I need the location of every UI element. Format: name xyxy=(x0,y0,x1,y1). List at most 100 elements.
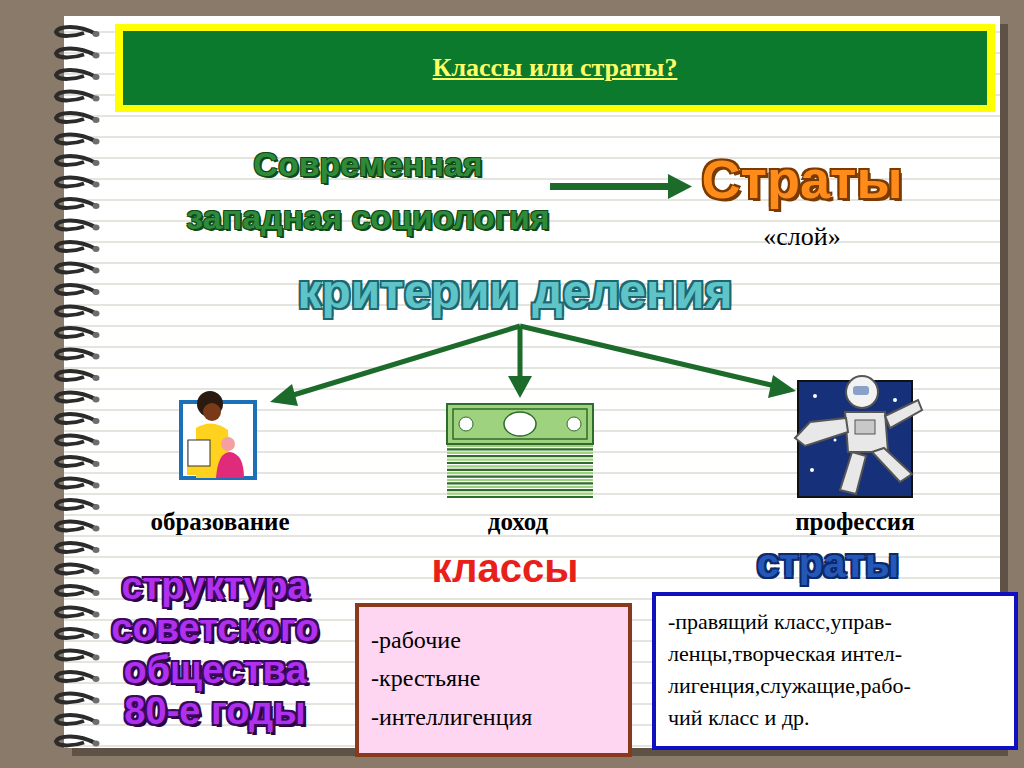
spiral-ring xyxy=(56,457,96,466)
bill-edge xyxy=(447,472,593,474)
spiral-ring xyxy=(56,135,96,144)
spiral-ring xyxy=(56,608,96,617)
spiral-ring xyxy=(56,350,96,359)
ring-hole xyxy=(93,526,100,532)
ring-hole xyxy=(93,741,100,747)
ring-hole xyxy=(93,139,100,145)
ring-hole xyxy=(93,418,100,424)
education-icon xyxy=(181,391,255,478)
bill-edge xyxy=(447,455,593,457)
spiral-ring xyxy=(56,586,96,595)
bill-edge xyxy=(447,496,593,498)
ring-hole xyxy=(93,268,100,274)
ring-hole xyxy=(93,160,100,166)
spiral-ring xyxy=(56,199,96,208)
ring-hole xyxy=(93,203,100,209)
money-icon xyxy=(447,404,593,497)
ring-hole xyxy=(93,397,100,403)
ring-hole xyxy=(93,719,100,725)
ring-hole xyxy=(93,182,100,188)
bill-edge xyxy=(447,445,593,447)
spiral-ring xyxy=(56,479,96,488)
box-text: -рабочие -крестьяне -интеллигенция xyxy=(371,621,616,736)
arrow xyxy=(550,174,692,199)
classes-list-box: -рабочие -крестьяне -интеллигенция xyxy=(355,603,632,757)
ring-hole xyxy=(93,633,100,639)
spiral-ring xyxy=(56,328,96,337)
bill-edge xyxy=(447,448,593,450)
spiral-ring xyxy=(56,393,96,402)
ring-hole xyxy=(93,440,100,446)
ring-hole xyxy=(93,375,100,381)
bill-edge xyxy=(447,459,593,461)
title-band xyxy=(123,31,987,105)
bill-edge xyxy=(447,476,593,478)
box-text: -правящий класс,управ- ленцы,творческая … xyxy=(668,606,1002,734)
bill-edge xyxy=(447,452,593,454)
bill-edge xyxy=(447,469,593,471)
spiral-ring xyxy=(56,651,96,660)
ring-hole xyxy=(93,676,100,682)
spiral-ring xyxy=(56,49,96,58)
ring-hole xyxy=(93,246,100,252)
spiral-ring xyxy=(56,242,96,251)
spiral-ring xyxy=(56,92,96,101)
spiral-ring xyxy=(56,672,96,681)
ring-hole xyxy=(93,461,100,467)
bill-edge xyxy=(447,482,593,484)
strata-word: Страты xyxy=(701,148,902,210)
spiral-ring xyxy=(56,285,96,294)
spiral-ring xyxy=(56,565,96,574)
spiral-ring xyxy=(56,715,96,724)
spiral-binding xyxy=(56,27,100,747)
bill-edge xyxy=(447,489,593,491)
spiral-ring xyxy=(56,436,96,445)
strata-list-box: -правящий класс,управ- ленцы,творческая … xyxy=(652,592,1018,750)
spiral-ring xyxy=(56,543,96,552)
spiral-ring xyxy=(56,113,96,122)
ring-hole xyxy=(93,698,100,704)
spiral-ring xyxy=(56,694,96,703)
ring-hole xyxy=(93,96,100,102)
title: Классы или страты? xyxy=(433,53,678,83)
bill-edge xyxy=(447,493,593,495)
spiral-ring xyxy=(56,371,96,380)
spiral-ring xyxy=(56,500,96,509)
ring-hole xyxy=(93,655,100,661)
spiral-ring xyxy=(56,629,96,638)
spiral-ring xyxy=(56,737,96,746)
ring-hole xyxy=(93,547,100,553)
ring-hole xyxy=(93,354,100,360)
soviet-structure-label: структура советского общества 80-е годы xyxy=(111,566,318,733)
ring-hole xyxy=(93,311,100,317)
ring-hole xyxy=(93,225,100,231)
spiral-ring xyxy=(56,27,96,36)
astronaut-icon xyxy=(795,376,922,497)
spiral-ring xyxy=(56,178,96,187)
translation: «слой» xyxy=(763,222,840,252)
ring-hole xyxy=(93,117,100,123)
spiral-ring xyxy=(56,156,96,165)
bill-edge xyxy=(447,486,593,488)
ring-hole xyxy=(93,483,100,489)
title-band-border xyxy=(115,24,995,112)
ring-hole xyxy=(93,504,100,510)
criteria-heading: критерии деления xyxy=(298,264,733,319)
criteria-arrows xyxy=(270,326,796,406)
ring-hole xyxy=(93,590,100,596)
criterion-label: образование xyxy=(150,508,289,537)
spiral-ring xyxy=(56,307,96,316)
spiral-ring xyxy=(56,414,96,423)
ring-hole xyxy=(93,53,100,59)
spiral-ring xyxy=(56,264,96,273)
classes-heading: классы xyxy=(432,545,579,591)
bill-edge xyxy=(447,465,593,467)
bill-edge xyxy=(447,479,593,481)
ring-hole xyxy=(93,74,100,80)
criterion-label: доход xyxy=(488,508,549,537)
ring-hole xyxy=(93,332,100,338)
ring-hole xyxy=(93,569,100,575)
ring-hole xyxy=(93,612,100,618)
bill-edge xyxy=(447,462,593,464)
criterion-label: профессия xyxy=(795,508,915,537)
